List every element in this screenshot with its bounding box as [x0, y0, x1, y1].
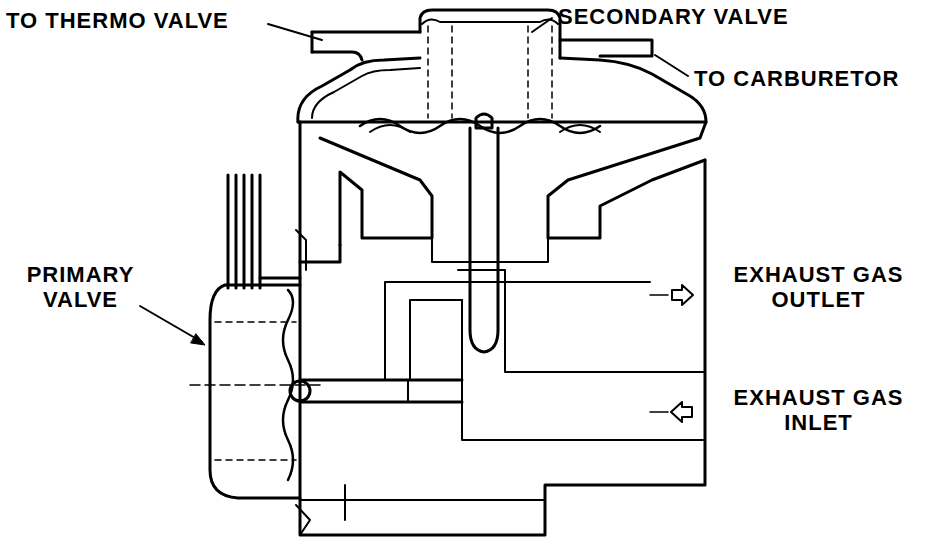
diaphragm: [422, 19, 558, 24]
gas-passage: [458, 270, 705, 372]
leader-line: [140, 306, 202, 342]
valve-body: [320, 138, 432, 245]
valve-body: [300, 485, 545, 520]
leader-line: [655, 55, 688, 76]
valve-stem: [476, 114, 492, 128]
signal-passage: [407, 380, 409, 402]
spring: [215, 322, 296, 460]
part-label: TO THERMO VALVE: [6, 8, 229, 33]
valve-body: [432, 238, 548, 262]
gas-passage: [385, 282, 650, 380]
valve-stem: [470, 128, 498, 352]
valve-body: [299, 262, 302, 285]
flow-arrow: [671, 402, 692, 422]
arrow-head: [191, 334, 205, 345]
part-label: TO CARBURETOR: [694, 66, 899, 91]
vacuum-tube: [311, 32, 314, 52]
flow-arrow: [672, 285, 693, 305]
vacuum-hose: [228, 175, 260, 288]
center-line: [190, 384, 320, 386]
vacuum-tube: [560, 40, 652, 56]
diaphragm-housing: [312, 68, 420, 118]
part-label: EXHAUST GAS OUTLET: [726, 262, 911, 313]
signal-passage: [300, 380, 462, 402]
part-label: PRIMARY VALVE: [18, 262, 143, 313]
valve-body: [300, 160, 705, 535]
primary-valve-housing: [210, 285, 300, 498]
spring: [428, 26, 552, 118]
part-label: SECONDARY VALVE: [558, 4, 789, 29]
vacuum-tube: [312, 32, 420, 60]
diaphragm-housing: [298, 58, 706, 122]
vacuum-hose: [260, 277, 300, 280]
leader-line: [650, 295, 668, 412]
valve-body: [296, 230, 310, 535]
secondary-valve-cap: [420, 10, 560, 58]
valve-body: [298, 122, 706, 238]
part-label: EXHAUST GAS INLET: [726, 385, 911, 436]
